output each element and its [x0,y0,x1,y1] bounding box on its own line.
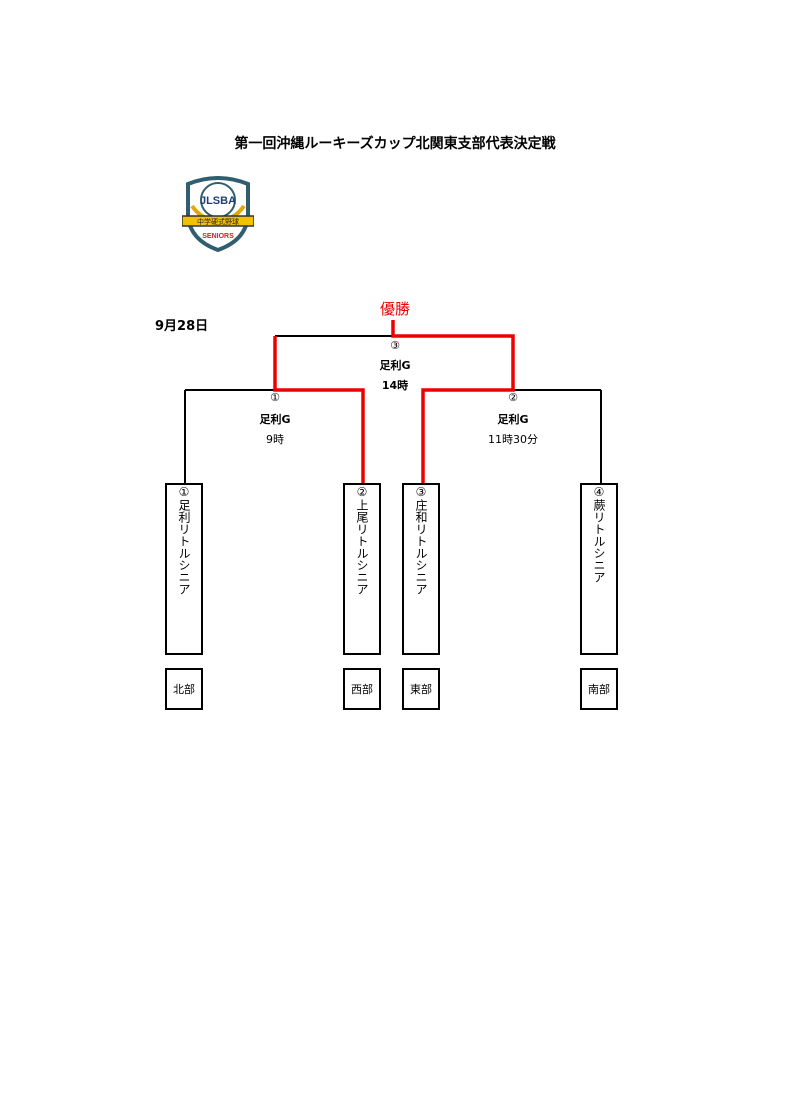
match-venue: 足利G [497,413,529,426]
team-seed: ③ [415,485,427,499]
team-seed: ④ [593,485,605,499]
match-date: 9月28日 [155,319,209,334]
team-name: 蕨リトルシニア [592,499,606,583]
team-seed: ① [178,485,190,499]
region-box: 西部 [343,668,381,710]
match-time: 11時30分 [488,433,538,446]
match-number: ② [508,391,518,404]
match-venue: 足利G [259,413,291,426]
winner-path [273,336,365,484]
jlsba-logo: JLSBA 中学硬式野球 SENIORS [182,176,254,252]
match-time: 14時 [381,379,409,392]
svg-text:SENIORS: SENIORS [202,233,234,240]
region-box: 北部 [165,668,203,710]
match-time: 9時 [266,433,284,446]
team-name: 足利リトルシニア [177,499,191,595]
svg-text:JLSBA: JLSBA [200,195,236,207]
svg-text:中学硬式野球: 中学硬式野球 [197,217,239,226]
match-number: ① [270,391,280,404]
champion-label: 優勝 [379,300,410,318]
match-venue: 足利G [379,359,411,372]
page-title: 第一回沖縄ルーキーズカップ北関東支部代表決定戦 [234,136,556,152]
team-seed: ② [356,485,368,499]
winner-path [391,320,515,484]
team-name: 庄和リトルシニア [414,499,428,595]
match-number: ③ [390,339,400,352]
region-box: 南部 [580,668,618,710]
region-box: 東部 [402,668,440,710]
team-name: 上尾リトルシニア [355,499,369,595]
